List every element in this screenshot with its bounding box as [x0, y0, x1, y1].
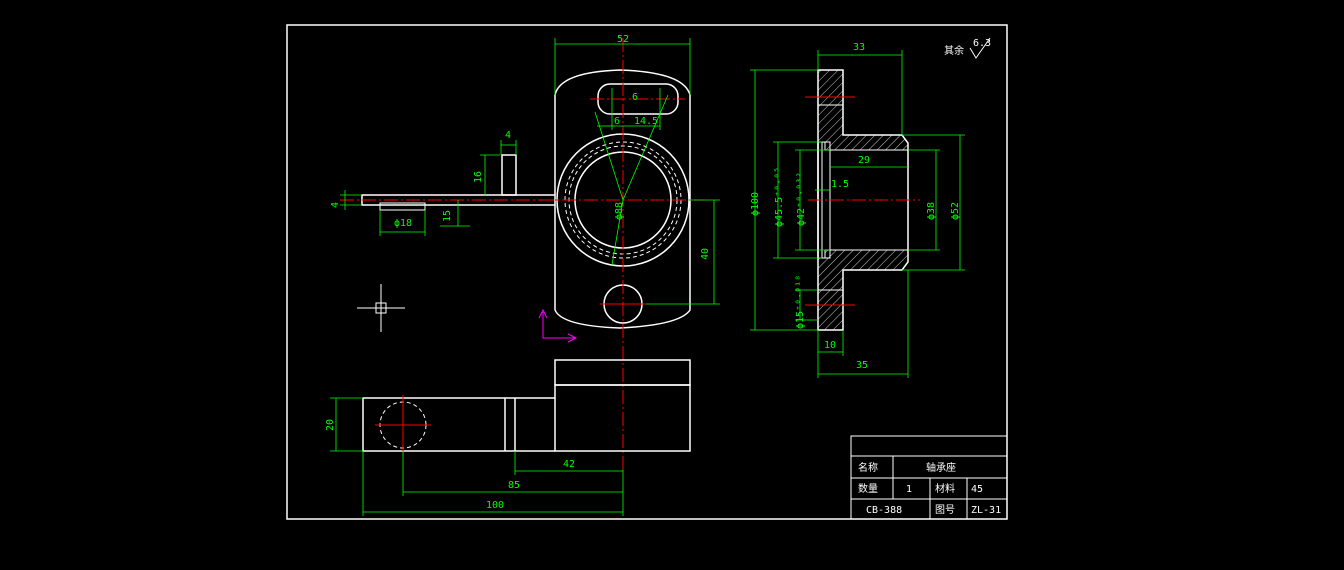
title-qty-label: 数量: [858, 482, 878, 495]
title-drawing-no-value: ZL-31: [971, 505, 1001, 516]
title-drawing-no-label: 图号: [935, 504, 955, 516]
roughness-label: 其余: [944, 44, 964, 57]
dim-29: 29: [858, 155, 870, 166]
dim-6-slot: 6: [632, 92, 638, 103]
roughness-value: 6.3: [973, 38, 991, 49]
top-view: 20 42 85 100: [325, 359, 691, 516]
dim-phi42: ϕ42⁺⁰·⁰³²: [796, 172, 807, 226]
drawing-frame: [286, 24, 1008, 520]
dim-4-left: 4: [330, 202, 341, 208]
title-block: [850, 435, 1008, 520]
dim-phi88: ϕ88: [614, 202, 625, 220]
dim-16: 16: [473, 171, 484, 183]
dim-33: 33: [853, 42, 865, 53]
dim-phi100: ϕ100: [750, 192, 761, 216]
side-view: 33 ϕ100 ϕ45.5⁺⁰·⁰⁵ ϕ42⁺⁰·⁰³² 29 1.5 ϕ38 …: [750, 42, 965, 378]
title-name-label: 名称: [858, 461, 878, 474]
dim-20: 20: [325, 419, 336, 431]
dim-40: 40: [700, 248, 711, 260]
dim-phi38: ϕ38: [926, 202, 937, 220]
dim-4-top: 4: [505, 130, 511, 141]
dim-6: 6: [614, 116, 620, 127]
dim-10: 10: [824, 340, 836, 351]
dim-35: 35: [856, 360, 868, 371]
ucs-icon: [538, 308, 578, 343]
title-name-value: 轴承座: [926, 461, 956, 474]
roughness-symbol: 其余 6.3: [944, 37, 991, 59]
dim-phi18: ϕ18: [394, 218, 412, 229]
title-material-value: 45: [971, 484, 983, 495]
title-qty-value: 1: [906, 484, 912, 495]
dim-phi52: ϕ52: [950, 202, 961, 220]
dim-15: 15: [442, 210, 453, 222]
front-view: 52 6 14.5 6 4 16 4 ϕ18 15 ϕ88 40: [330, 34, 720, 470]
dim-42: 42: [563, 459, 575, 470]
dim-phi15: ϕ15⁺⁰·⁰¹⁸: [795, 275, 806, 329]
dim-1-5: 1.5: [831, 179, 849, 190]
title-code: CB-388: [866, 505, 902, 516]
dim-14-5: 14.5: [634, 116, 658, 127]
dim-100: 100: [486, 500, 504, 511]
cursor-crosshair-icon: [357, 284, 405, 332]
dim-phi45-5: ϕ45.5⁺⁰·⁰⁵: [774, 167, 785, 227]
dim-85: 85: [508, 480, 520, 491]
dim-52: 52: [617, 34, 629, 45]
title-material-label: 材料: [935, 482, 955, 495]
